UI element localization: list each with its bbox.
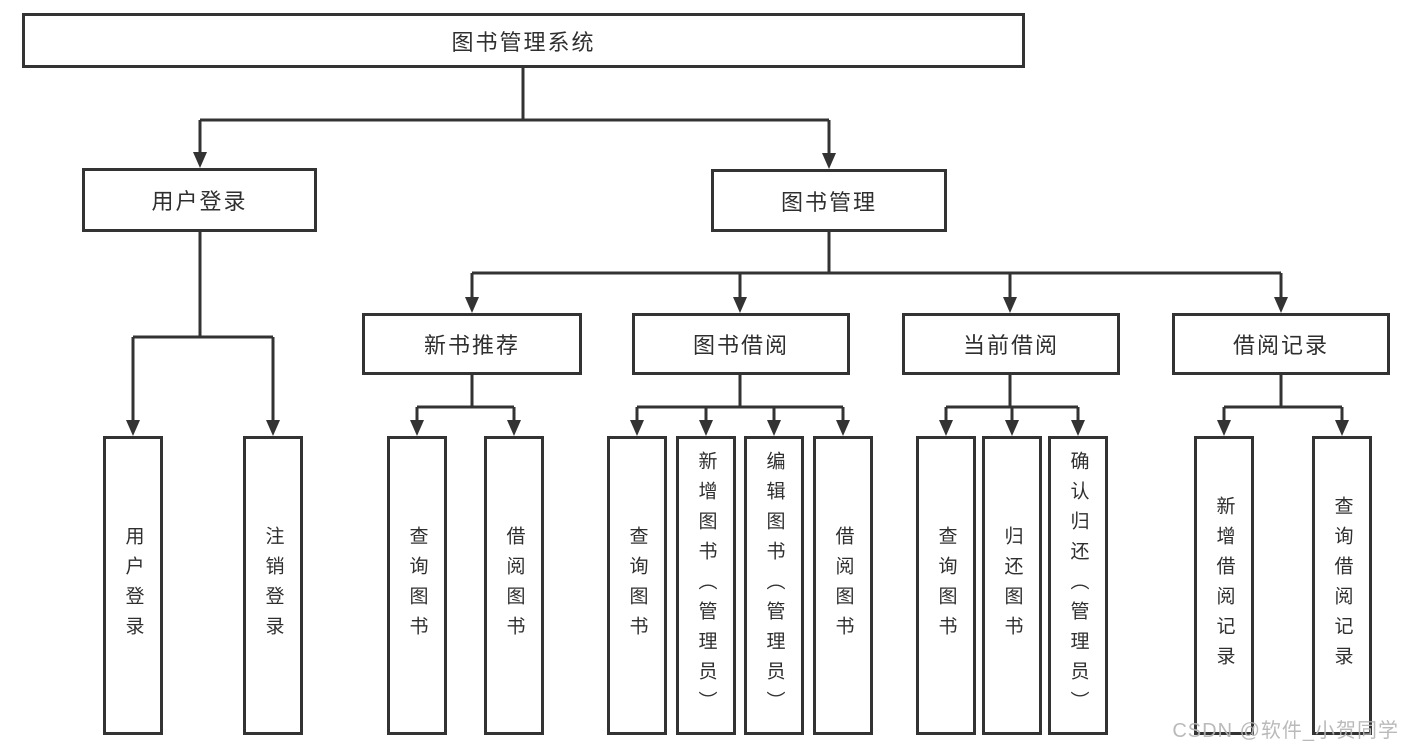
leaf-query-book-1-label: 查询图书 — [406, 525, 428, 646]
leaf-query-book-3-label: 查询图书 — [935, 525, 957, 646]
node-book-management: 图书管理 — [711, 169, 947, 232]
leaf-confirm-return-admin: 确认归还（管理员） — [1048, 436, 1108, 735]
node-new-book-recommend: 新书推荐 — [362, 313, 582, 375]
node-root-label: 图书管理系统 — [451, 29, 596, 55]
node-book-borrow-label: 图书借阅 — [692, 333, 789, 358]
csdn-watermark: CSDN @软件_小贺同学 — [1172, 720, 1399, 742]
node-book-borrow: 图书借阅 — [632, 313, 850, 375]
leaf-borrow-book-1-label: 借阅图书 — [503, 525, 525, 646]
leaf-edit-book-admin: 编辑图书（管理员） — [744, 436, 804, 735]
leaf-borrow-book-2: 借阅图书 — [813, 436, 873, 735]
leaf-logout-label: 注销登录 — [262, 525, 284, 646]
node-current-borrow: 当前借阅 — [902, 313, 1120, 375]
connector-currentborrow-to-leaves — [944, 375, 1080, 421]
leaf-return-book: 归还图书 — [982, 436, 1042, 735]
leaf-query-borrow-record-label: 查询借阅记录 — [1331, 495, 1353, 676]
connector-userlogin-to-leaves — [131, 232, 275, 421]
leaf-add-borrow-record-label: 新增借阅记录 — [1213, 495, 1235, 676]
node-book-management-label: 图书管理 — [780, 189, 877, 215]
leaf-query-book-2: 查询图书 — [607, 436, 667, 735]
connector-newbook-to-leaves — [415, 375, 516, 421]
leaf-confirm-return-admin-label: 确认归还（管理员） — [1067, 450, 1089, 721]
node-current-borrow-label: 当前借阅 — [962, 333, 1059, 358]
connector-bookmgmt-to-level3 — [470, 232, 1283, 298]
node-root: 图书管理系统 — [22, 13, 1025, 68]
node-borrow-records-label: 借阅记录 — [1232, 333, 1329, 358]
leaf-edit-book-admin-label: 编辑图书（管理员） — [763, 450, 785, 721]
leaf-query-book-1: 查询图书 — [387, 436, 447, 735]
leaf-user-login-label: 用户登录 — [122, 525, 144, 646]
leaf-query-book-2-label: 查询图书 — [626, 525, 648, 646]
connector-bookborrow-to-leaves — [635, 375, 845, 421]
node-user-login: 用户登录 — [82, 168, 317, 232]
leaf-user-login: 用户登录 — [103, 436, 163, 735]
leaf-return-book-label: 归还图书 — [1001, 525, 1023, 646]
node-user-login-label: 用户登录 — [151, 189, 248, 214]
connector-borrowrecord-to-leaves — [1222, 375, 1344, 421]
connector-root-to-level2 — [198, 68, 831, 154]
node-borrow-records: 借阅记录 — [1172, 313, 1390, 375]
leaf-borrow-book-1: 借阅图书 — [484, 436, 544, 735]
leaf-query-book-3: 查询图书 — [916, 436, 976, 735]
leaf-query-borrow-record: 查询借阅记录 — [1312, 436, 1372, 735]
leaf-logout: 注销登录 — [243, 436, 303, 735]
node-new-book-recommend-label: 新书推荐 — [423, 333, 520, 358]
leaf-add-borrow-record: 新增借阅记录 — [1194, 436, 1254, 735]
leaf-borrow-book-2-label: 借阅图书 — [832, 525, 854, 646]
leaf-add-book-admin-label: 新增图书（管理员） — [695, 450, 717, 721]
leaf-add-book-admin: 新增图书（管理员） — [676, 436, 736, 735]
